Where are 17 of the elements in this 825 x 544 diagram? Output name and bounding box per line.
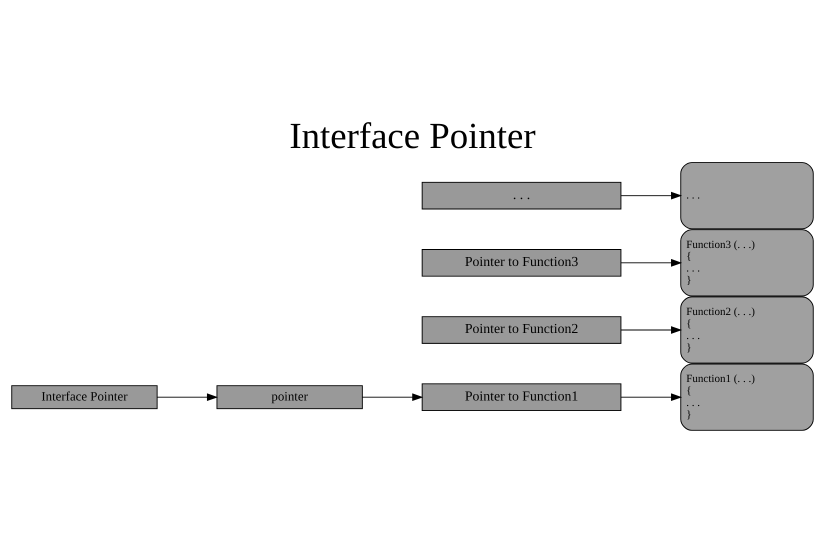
arrow [620,258,682,266]
node-box: pointer [216,384,363,409]
node-box: Pointer to Function1 [422,382,622,410]
diagram-title: Interface Pointer [289,114,536,156]
node-box: Function1 (. . .) { . . . } [680,363,814,430]
arrow [156,392,218,401]
node-box: Pointer to Function2 [422,316,622,344]
arrow [620,392,682,401]
node-box: Function2 (. . .) { . . . } [680,296,814,364]
arrow [362,392,424,401]
node-box: Interface Pointer [11,384,158,409]
arrow [620,191,682,200]
node-box: . . . [422,181,622,209]
node-box: Function3 (. . .) { . . . } [680,228,814,296]
arrow [620,326,682,334]
node-box: . . . [680,162,814,229]
node-box: Pointer to Function3 [422,248,622,276]
